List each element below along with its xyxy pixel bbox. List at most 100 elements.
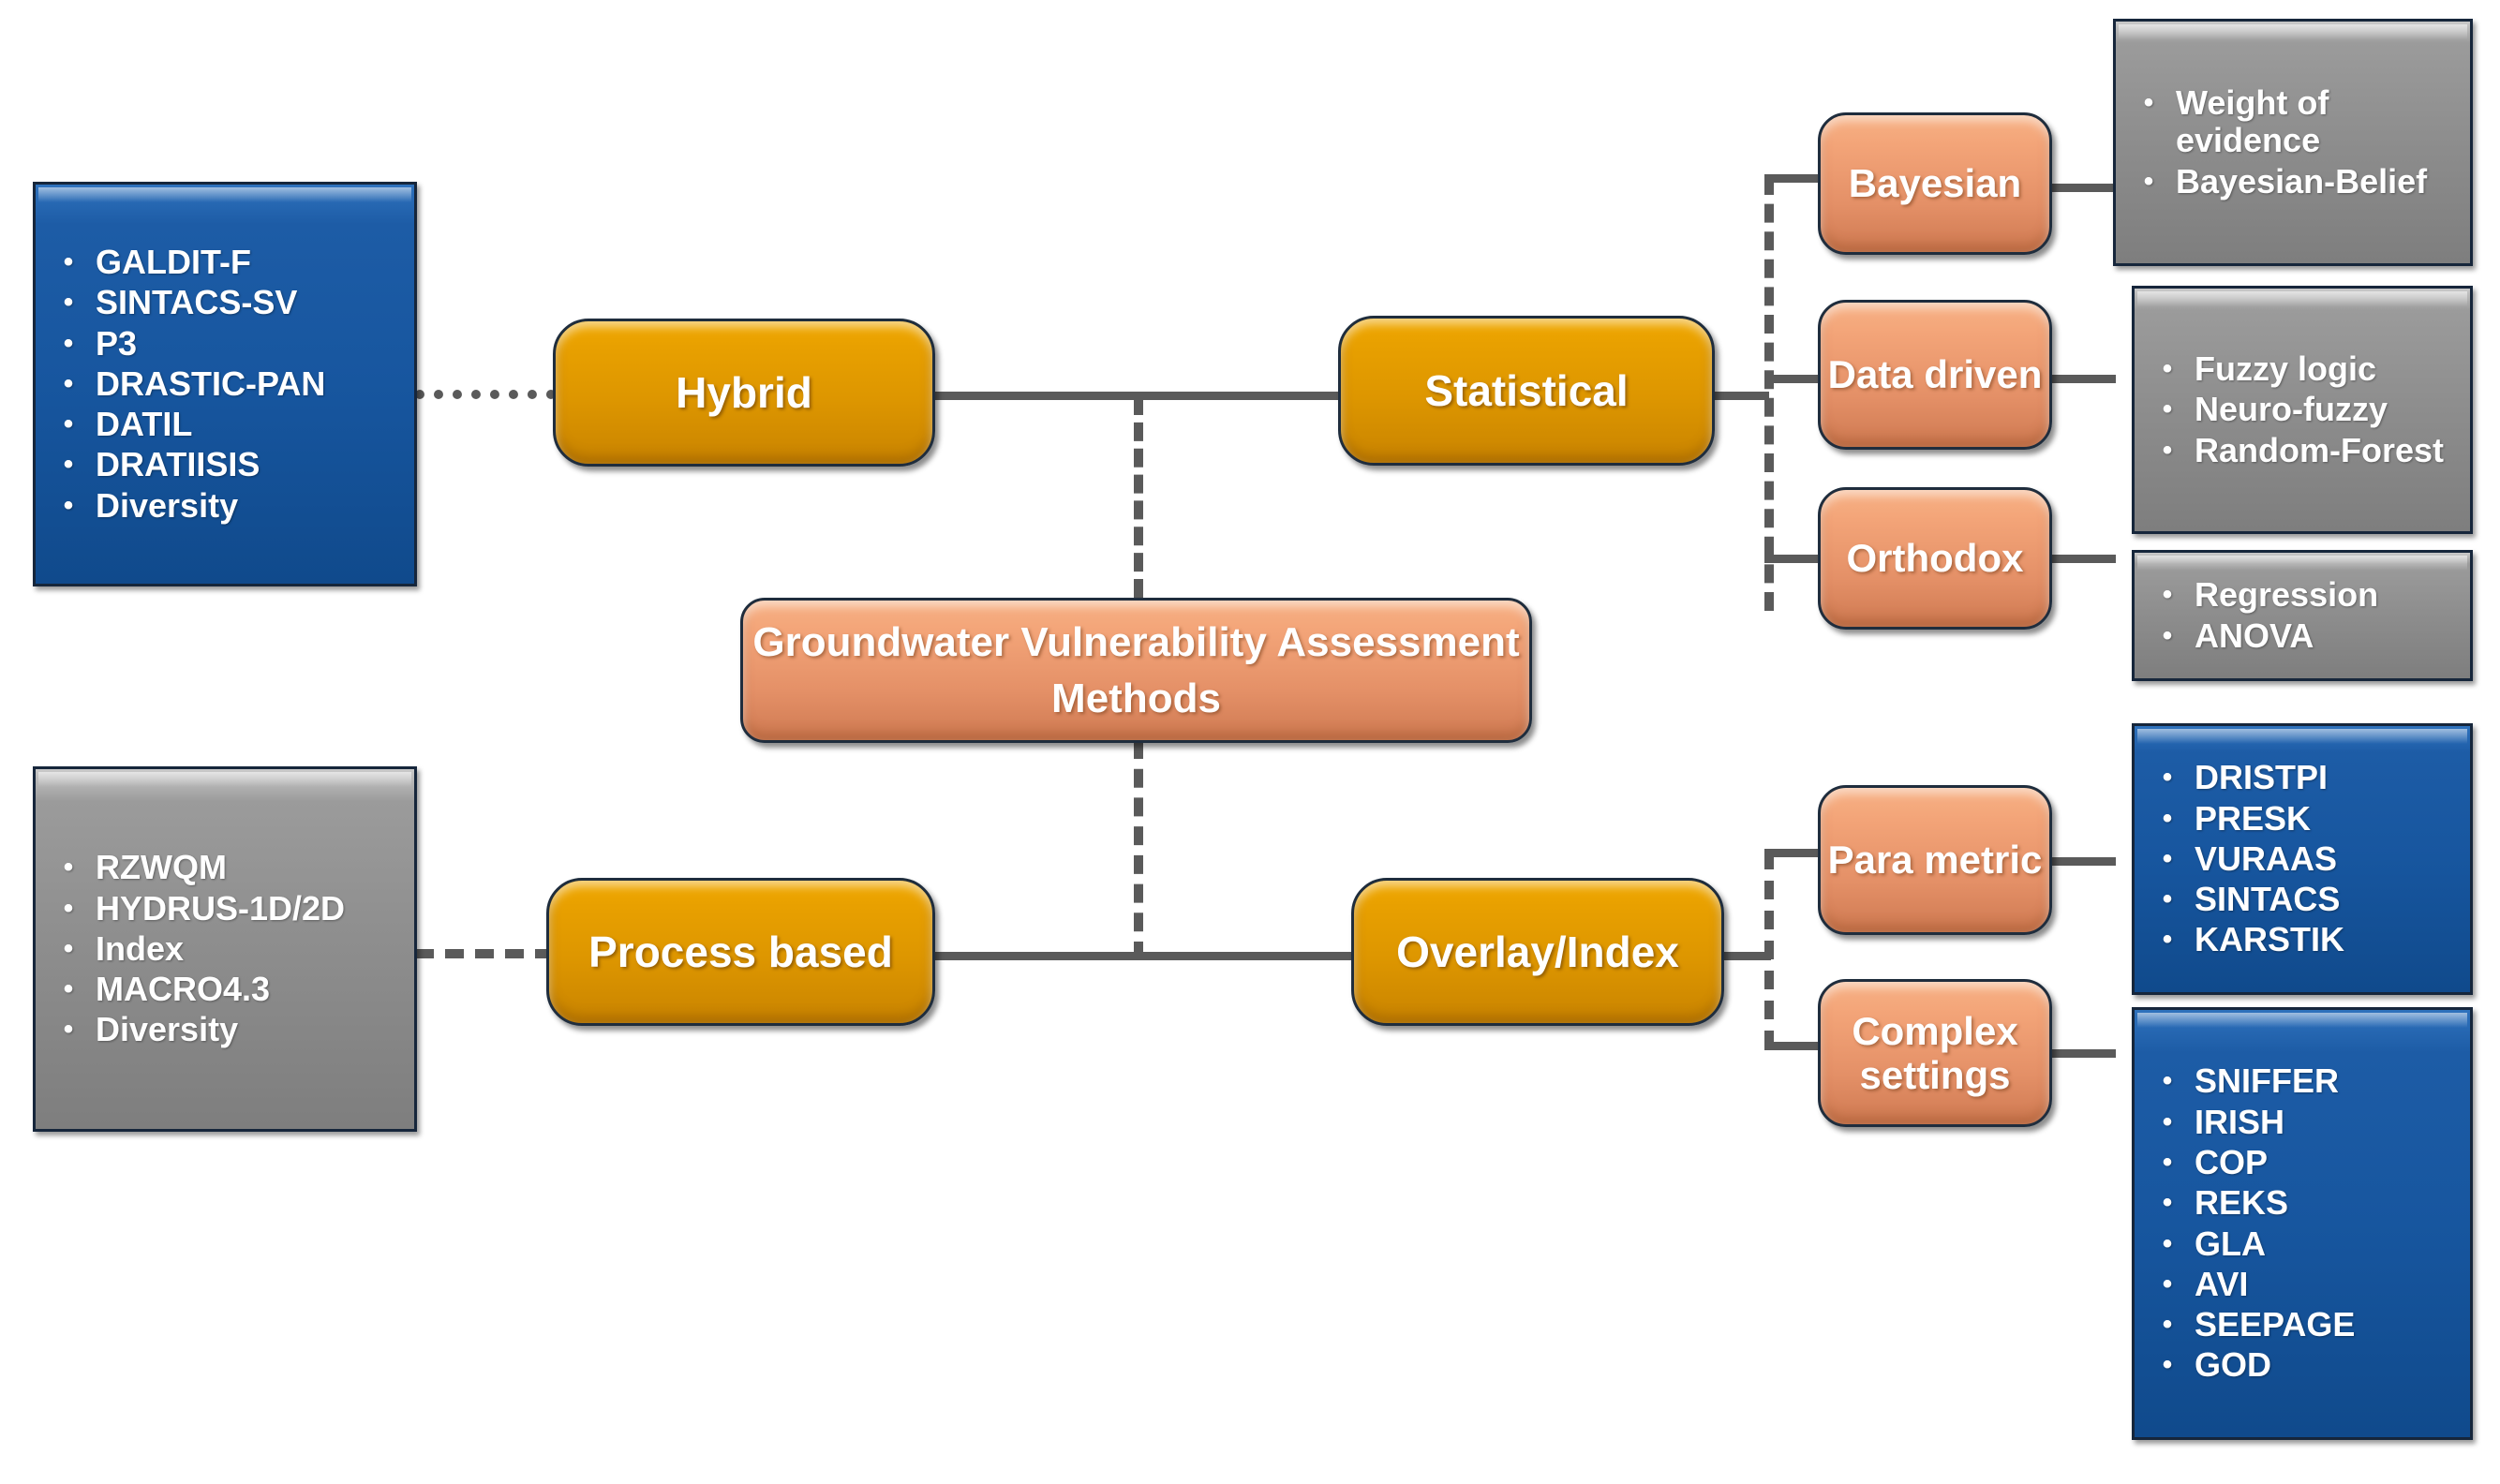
list-item: •Neuro-fuzzy (2140, 391, 2464, 429)
bullet-icon: • (2162, 579, 2173, 611)
list-item: •Random-Forest (2140, 431, 2464, 469)
node-hybrid[interactable]: Hybrid (553, 319, 935, 467)
list-item: •SINTACS (2140, 880, 2464, 918)
list-hybrid-methods: •GALDIT-F •SINTACS-SV •P3 •DRASTIC-PAN •… (33, 182, 417, 586)
list-data-driven-methods: •Fuzzy logic •Neuro-fuzzy •Random-Forest (2132, 286, 2473, 534)
bullet-icon: • (2162, 1227, 2173, 1259)
bullet-icon: • (2162, 1268, 2173, 1299)
bullet-icon: • (2162, 1106, 2173, 1137)
bullet-icon: • (2162, 1349, 2173, 1381)
list-item: •Index (41, 929, 409, 968)
bevel-highlight (2137, 1013, 2467, 1028)
data-driven-methods-list: •Fuzzy logic •Neuro-fuzzy •Random-Forest (2140, 348, 2464, 472)
bullet-icon: • (2162, 1146, 2173, 1178)
list-item: •RZWQM (41, 848, 409, 886)
connector-process-list (415, 949, 554, 958)
connector-complex-to-list (2048, 1049, 2116, 1058)
list-para-metric-methods: •DRISTPI •PRESK •VURAAS •SINTACS •KARSTI… (2132, 723, 2473, 995)
list-item: •COP (2140, 1143, 2464, 1181)
bullet-icon: • (63, 408, 74, 440)
bullet-icon: • (2162, 434, 2173, 466)
hybrid-methods-list: •GALDIT-F •SINTACS-SV •P3 •DRASTIC-PAN •… (41, 241, 409, 527)
connector-statistical-bracket (1764, 176, 1774, 611)
bullet-icon: • (63, 367, 74, 399)
bullet-icon: • (63, 1014, 74, 1046)
node-orthodox[interactable]: Orthodox (1818, 487, 2052, 630)
bullet-icon: • (63, 287, 74, 319)
process-based-methods-list: •RZWQM •HYDRUS-1D/2D •Index •MACRO4.3 •D… (41, 846, 409, 1052)
node-para-metric[interactable]: Para metric (1818, 785, 2052, 935)
list-item: •DRISTPI (2140, 758, 2464, 796)
bevel-highlight (38, 772, 411, 787)
list-item: •MACRO4.3 (41, 970, 409, 1008)
connector-hybrid-list (415, 390, 556, 399)
connector-bracket-to-bayesian (1764, 174, 1821, 183)
bullet-icon: • (2143, 87, 2154, 119)
bullet-icon: • (2162, 393, 2173, 425)
connector-trunk-upper (1134, 396, 1143, 598)
list-item: •P3 (41, 324, 409, 363)
list-item: •SEEPAGE (2140, 1305, 2464, 1343)
node-bayesian[interactable]: Bayesian (1818, 112, 2052, 255)
connector-bracket-to-complex (1764, 1042, 1821, 1050)
bullet-icon: • (2162, 1309, 2173, 1341)
list-item: •PRESK (2140, 799, 2464, 838)
list-item: •GOD (2140, 1346, 2464, 1385)
list-item: •Diversity (41, 486, 409, 525)
connector-overlay-stub (1722, 952, 1771, 960)
bullet-icon: • (2162, 924, 2173, 956)
list-item: •REKS (2140, 1183, 2464, 1222)
node-data-driven[interactable]: Data driven (1818, 300, 2052, 450)
list-item: •SNIFFER (2140, 1061, 2464, 1100)
connector-parametric-to-list (2048, 857, 2116, 866)
list-item: •ANOVA (2140, 616, 2464, 655)
list-item: •IRISH (2140, 1103, 2464, 1141)
bullet-icon: • (63, 892, 74, 924)
list-item: •Fuzzy logic (2140, 349, 2464, 388)
para-metric-methods-list: •DRISTPI •PRESK •VURAAS •SINTACS •KARSTI… (2140, 756, 2464, 962)
node-overlay-index[interactable]: Overlay/Index (1351, 878, 1724, 1026)
list-item: •VURAAS (2140, 839, 2464, 878)
bevel-highlight (2137, 291, 2467, 306)
node-process-based[interactable]: Process based (546, 878, 935, 1026)
list-item: •SINTACS-SV (41, 283, 409, 321)
bevel-highlight (38, 187, 411, 202)
list-orthodox-methods: •Regression •ANOVA (2132, 550, 2473, 681)
bullet-icon: • (63, 245, 74, 277)
bullet-icon: • (2162, 1187, 2173, 1219)
list-item: •GALDIT-F (41, 243, 409, 281)
list-item: •Bayesian-Belief (2121, 162, 2464, 200)
connector-bracket-to-data-driven (1764, 375, 1821, 383)
connector-process-to-overlay (932, 952, 1354, 960)
connector-hybrid-to-statistical (932, 392, 1345, 400)
bullet-icon: • (63, 932, 74, 964)
connector-trunk-lower (1134, 740, 1143, 960)
bullet-icon: • (63, 327, 74, 359)
list-item: •DRASTIC-PAN (41, 364, 409, 403)
bullet-icon: • (2162, 762, 2173, 794)
list-item: •HYDRUS-1D/2D (41, 889, 409, 928)
orthodox-methods-list: •Regression •ANOVA (2140, 573, 2464, 658)
bevel-highlight (2137, 729, 2467, 744)
connector-data-driven-to-list (2048, 375, 2116, 383)
list-item: •DRATIISIS (41, 446, 409, 484)
list-item: •AVI (2140, 1265, 2464, 1303)
list-item: •DATIL (41, 405, 409, 443)
bullet-icon: • (2162, 842, 2173, 874)
list-bayesian-methods: •Weight of evidence •Bayesian-Belief (2113, 19, 2473, 266)
list-item: •Regression (2140, 575, 2464, 614)
bullet-icon: • (63, 973, 74, 1005)
node-complex-settings[interactable]: Complex settings (1818, 979, 2052, 1127)
bullet-icon: • (63, 489, 74, 521)
bayesian-methods-list: •Weight of evidence •Bayesian-Belief (2121, 82, 2464, 203)
bullet-icon: • (2162, 353, 2173, 385)
bullet-icon: • (2162, 883, 2173, 915)
connector-bracket-to-orthodox (1764, 555, 1821, 563)
bullet-icon: • (2143, 165, 2154, 197)
list-item: •Diversity (41, 1011, 409, 1049)
connector-overlay-bracket (1764, 851, 1774, 1049)
node-center-groundwater-vulnerability[interactable]: Groundwater Vulnerability Assessment Met… (740, 598, 1532, 743)
node-statistical[interactable]: Statistical (1338, 316, 1715, 466)
connector-bayesian-to-list (2048, 184, 2116, 192)
